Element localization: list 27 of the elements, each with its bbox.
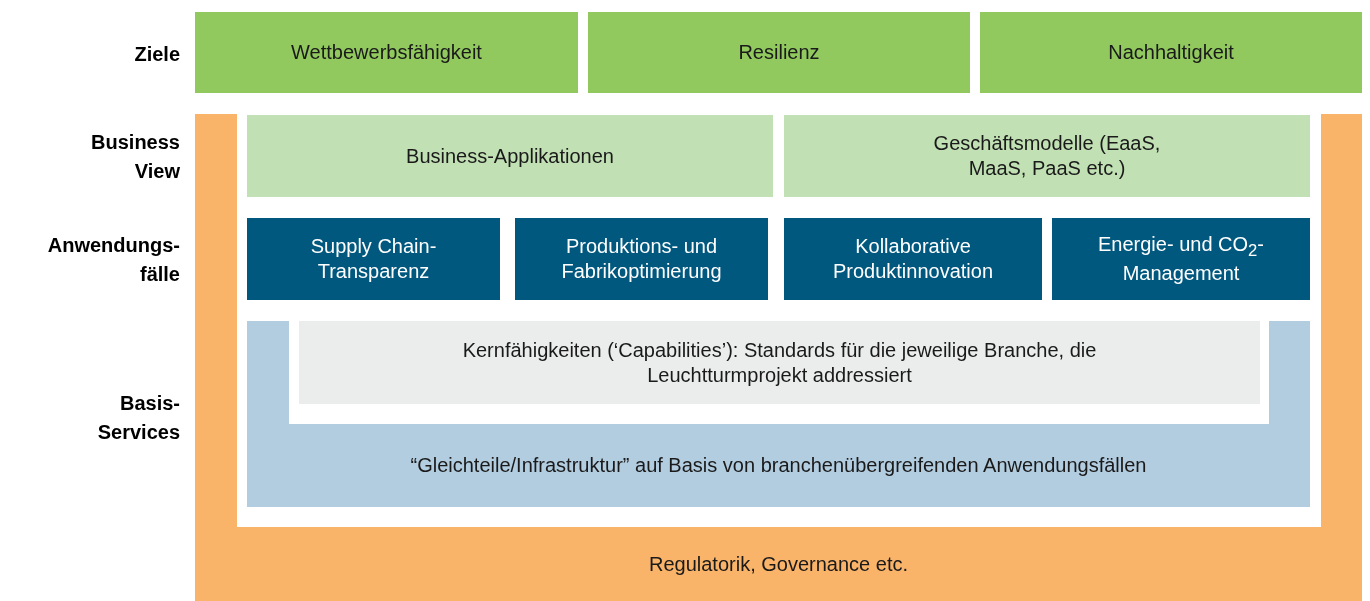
base-services-panel [247,321,1310,507]
goal-box [980,12,1362,93]
business-box [247,115,773,197]
box-label: Resilienz [738,40,820,65]
box-label: Energie- und CO$_{2}$-Management [1097,231,1265,287]
goal-box [195,12,578,93]
use-case-box [784,218,1042,300]
use-case-box [515,218,768,300]
box-label: Supply Chain-Transparenz [309,234,438,284]
box-label: “Gleichteile/Infrastruktur” auf Basis von branchenübergreifenden Anwendungsfällen [410,453,1147,478]
box-label: Produktions- und Fabrikoptimierung [560,234,723,284]
box-label: Nachhaltigkeit [1108,40,1234,65]
box-label: Kollaborative Produktinnovation [831,234,995,284]
row-label: Basis- Services [96,391,180,445]
row-label: Anwendungs- fälle [46,233,180,287]
box-label: Wettbewerbsfähigkeit [291,40,482,65]
regulation-frame [195,114,1362,601]
box-label: Business-Applikationen [406,143,614,169]
box-label: Kernfähigkeiten (‘Capabilities’): Standards für die jeweilige Branche, die Leuchtturmprojekt addressiert [461,337,1098,388]
business-box [784,115,1310,197]
box-label: Regulatorik, Governance etc. [649,551,908,577]
use-case-box [1052,218,1310,300]
row-label: Business View [90,130,180,184]
row-label: Ziele [133,42,180,67]
goal-box [588,12,970,93]
box-label: Geschäftsmodelle (EaaS, MaaS, PaaS etc.) [932,131,1162,181]
use-case-box [247,218,500,300]
